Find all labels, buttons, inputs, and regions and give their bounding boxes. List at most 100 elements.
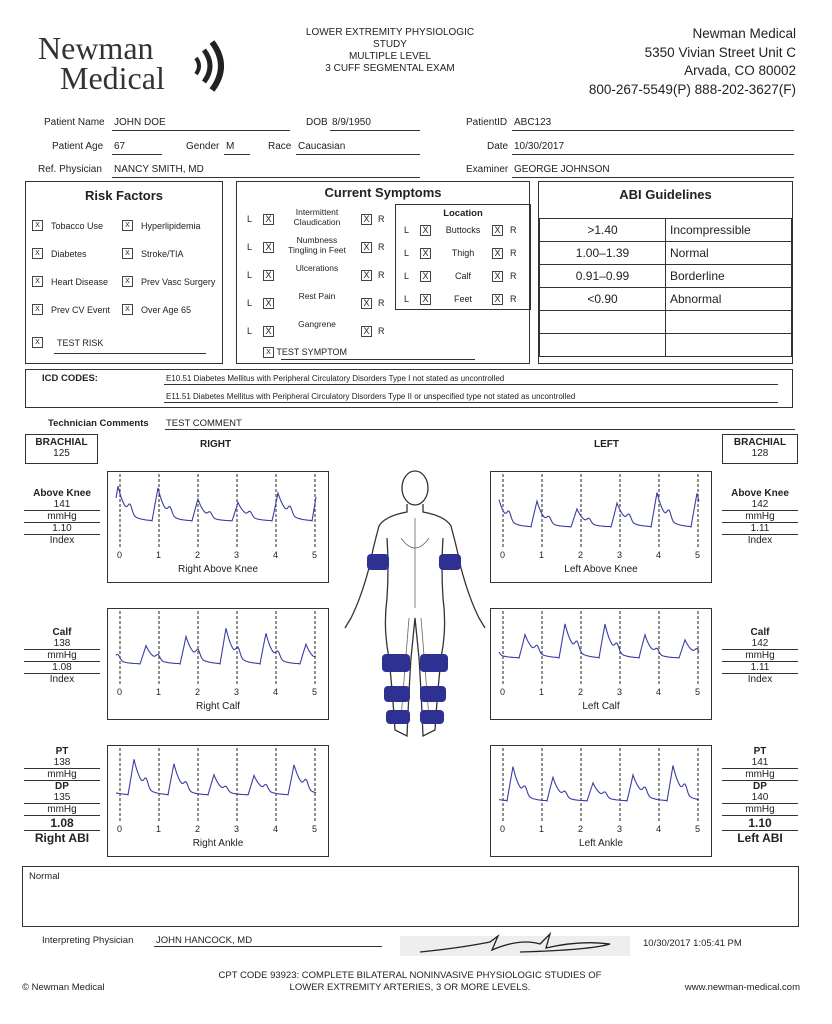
interpretation-box[interactable]: Normal	[22, 866, 799, 927]
checkbox[interactable]: X	[32, 276, 43, 287]
right-label: R	[378, 326, 385, 336]
ref-physician: NANCY SMITH, MD	[114, 164, 204, 175]
tick-label: 1	[156, 687, 162, 697]
cpt-line: LOWER EXTREMITY ARTERIES, 3 OR MORE LEVE…	[289, 982, 531, 993]
tick-label: 0	[117, 550, 123, 560]
tick-label: 4	[656, 824, 662, 834]
left-checkbox[interactable]: X	[263, 270, 274, 281]
sound-wave-icon	[194, 40, 224, 92]
right-label: R	[510, 294, 517, 304]
chart-caption: Left Ankle	[579, 838, 623, 849]
right-checkbox[interactable]: X	[361, 298, 372, 309]
tick-label: 1	[156, 824, 162, 834]
pressure-cuff	[386, 710, 410, 724]
left-checkbox[interactable]: X	[263, 326, 274, 337]
tick-label: 3	[234, 824, 240, 834]
right-checkbox[interactable]: X	[361, 326, 372, 337]
checkbox[interactable]: X	[32, 248, 43, 259]
index-value: 1.11	[722, 662, 798, 674]
right-checkbox[interactable]: X	[492, 294, 503, 305]
checkbox[interactable]: X	[32, 337, 43, 348]
left-checkbox[interactable]: X	[263, 242, 274, 253]
waveform-plot	[115, 611, 317, 685]
examiner: GEORGE JOHNSON	[514, 164, 610, 175]
right-checkbox[interactable]: X	[361, 214, 372, 225]
tick-label: 3	[617, 824, 623, 834]
checkbox[interactable]: X	[263, 347, 274, 359]
left-checkbox[interactable]: X	[263, 214, 274, 225]
abi-range: 1.00–1.39	[539, 241, 666, 265]
cpt-code: CPT CODE 93923: COMPLETE BILATERAL NONIN…	[170, 970, 650, 994]
right-heading: RIGHT	[200, 439, 232, 450]
unit: mmHg	[24, 650, 100, 662]
ankle-unit: mmHg	[24, 769, 100, 781]
left-label: L	[247, 298, 253, 308]
checkbox[interactable]: X	[32, 304, 43, 315]
tick-label: 3	[234, 687, 240, 697]
unit: mmHg	[722, 650, 798, 662]
chart-caption: Right Calf	[196, 701, 240, 712]
abi-range: >1.40	[539, 218, 666, 242]
title-line: LOWER EXTREMITY PHYSIOLOGIC STUDY	[305, 27, 475, 50]
location-title: Location	[443, 208, 483, 219]
pressure-value: 142	[722, 499, 798, 511]
checkbox[interactable]: X	[122, 304, 133, 315]
waveform-plot	[115, 474, 317, 548]
tick-label: 2	[578, 824, 584, 834]
pressure-cuff	[420, 686, 446, 702]
date-label: Date	[487, 141, 509, 152]
left-checkbox[interactable]: X	[420, 225, 431, 236]
right-checkbox[interactable]: X	[361, 270, 372, 281]
symptoms-title: Current Symptoms	[324, 185, 442, 200]
tick-label: 1	[539, 550, 545, 560]
abi-range: 0.91–0.99	[539, 264, 666, 288]
tick-label: 1	[539, 824, 545, 834]
waveform-plot	[498, 474, 700, 548]
right-checkbox[interactable]: X	[492, 225, 503, 236]
abi-category: Borderline	[665, 264, 792, 288]
left-checkbox[interactable]: X	[420, 248, 431, 259]
tick-label: 4	[273, 824, 279, 834]
chart-caption: Right Ankle	[192, 838, 244, 849]
age-label: Patient Age	[52, 141, 104, 152]
index-label: Index	[49, 674, 75, 685]
checkbox[interactable]: X	[122, 276, 133, 287]
right-checkbox[interactable]: X	[492, 248, 503, 259]
risk-factor-label: Stroke/TIA	[141, 248, 184, 259]
segment-label: Above Knee	[731, 488, 789, 499]
location-label: Buttocks	[445, 225, 481, 235]
left-checkbox[interactable]: X	[420, 294, 431, 305]
right-checkbox[interactable]: X	[492, 271, 503, 282]
abi-row-empty	[539, 333, 792, 357]
tick-label: 3	[617, 550, 623, 560]
left-brachial-value: 128	[751, 448, 769, 459]
right-checkbox[interactable]: X	[361, 242, 372, 253]
segment-label: Calf	[750, 627, 770, 638]
tick-label: 5	[695, 824, 701, 834]
tick-label: 2	[195, 824, 201, 834]
checkbox[interactable]: X	[122, 248, 133, 259]
icd-codes-box: ICD CODES: E10.51 Diabetes Mellitus with…	[25, 369, 793, 408]
ankle-pt: 141	[722, 757, 798, 769]
left-checkbox[interactable]: X	[263, 298, 274, 309]
checkbox[interactable]: X	[122, 220, 133, 231]
icd-label: ICD CODES:	[42, 373, 98, 384]
tick-label: 3	[234, 550, 240, 560]
website[interactable]: www.newman-medical.com	[684, 982, 800, 993]
waveform-plot	[498, 748, 700, 822]
gender: M	[226, 141, 235, 152]
checkbox[interactable]: X	[32, 220, 43, 231]
left-checkbox[interactable]: X	[420, 271, 431, 282]
